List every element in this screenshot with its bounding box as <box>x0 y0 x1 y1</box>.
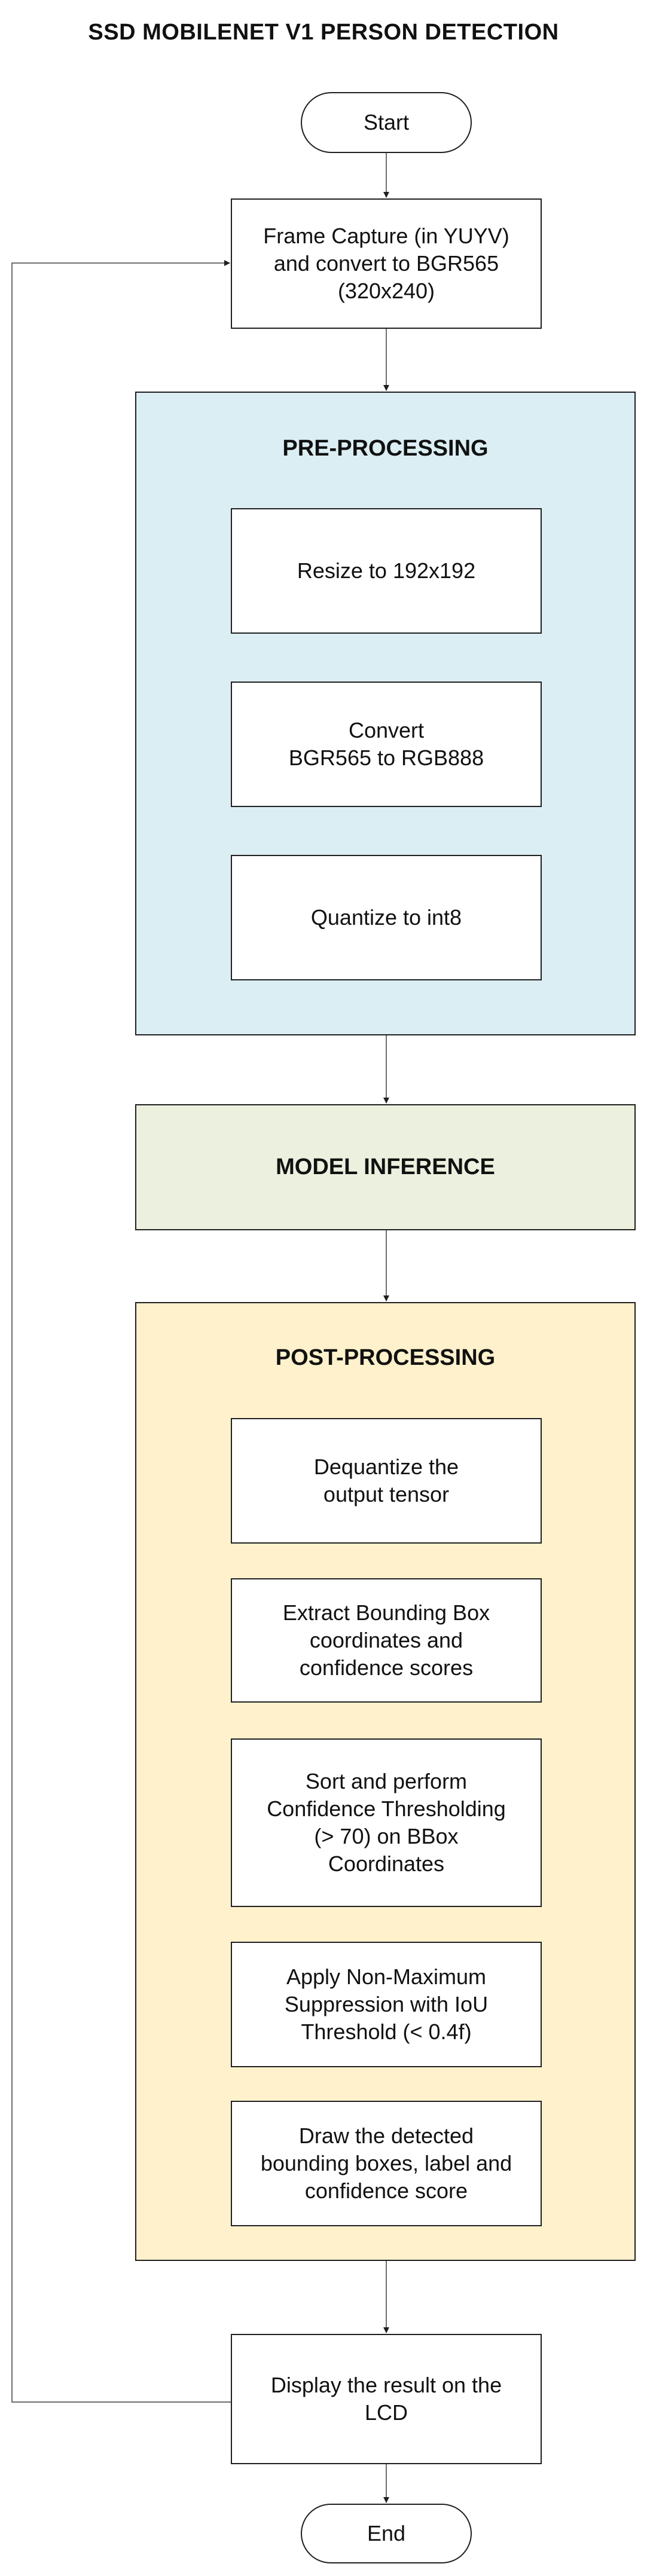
quantize-node: Quantize to int8 <box>231 855 542 980</box>
arrow-loop-back <box>11 260 231 2403</box>
resize-node: Resize to 192x192 <box>231 508 542 634</box>
extract-bbox-node: Extract Bounding Box coordinates and con… <box>231 1578 542 1703</box>
diagram-title: SSD MOBILENET V1 PERSON DETECTION <box>88 19 559 45</box>
display-result-node: Display the result on the LCD <box>231 2334 542 2464</box>
sort-threshold-node: Sort and perform Confidence Thresholding… <box>231 1738 542 1907</box>
start-node: Start <box>301 92 472 153</box>
convert-node: Convert BGR565 to RGB888 <box>231 682 542 807</box>
post-processing-title: POST-PROCESSING <box>275 1345 496 1370</box>
dequantize-node: Dequantize the output tensor <box>231 1418 542 1544</box>
model-inference-node: MODEL INFERENCE <box>135 1104 636 1230</box>
frame-capture-node: Frame Capture (in YUYV) and convert to B… <box>231 198 542 329</box>
pre-processing-title: PRE-PROCESSING <box>282 436 489 461</box>
draw-boxes-node: Draw the detected bounding boxes, label … <box>231 2101 542 2226</box>
end-node: End <box>301 2504 472 2563</box>
nms-node: Apply Non-Maximum Suppression with IoU T… <box>231 1942 542 2067</box>
